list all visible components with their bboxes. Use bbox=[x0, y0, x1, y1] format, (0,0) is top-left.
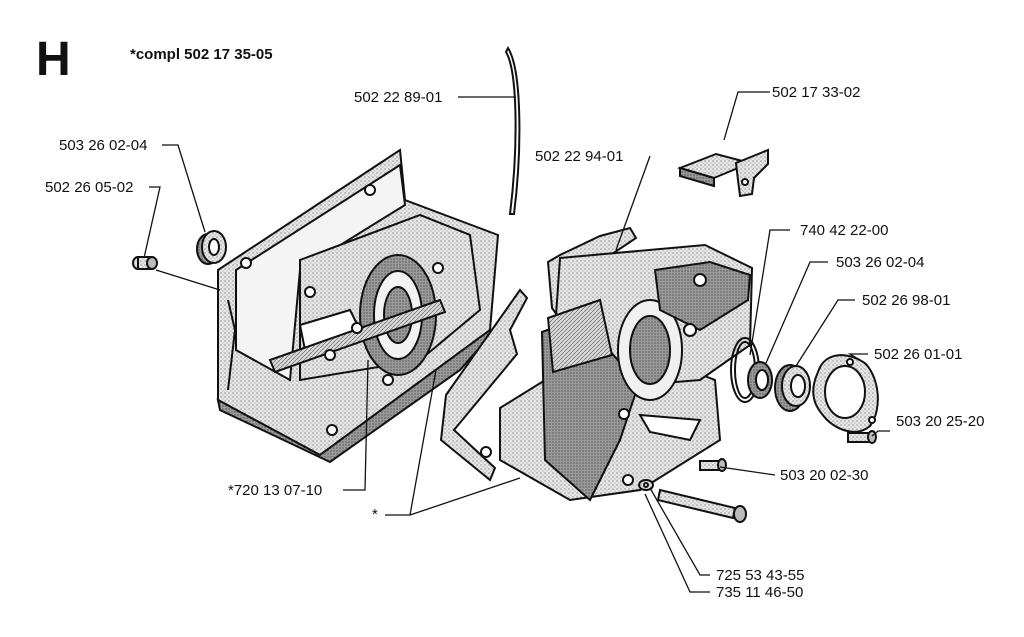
fuel-tube bbox=[504, 45, 521, 215]
part-label: 503 20 25-20 bbox=[896, 413, 985, 430]
part-label: 503 26 02-04 bbox=[836, 254, 925, 271]
bushing-part bbox=[132, 256, 158, 270]
part-label: 502 22 89-01 bbox=[354, 89, 443, 106]
part-label: 502 26 01-01 bbox=[874, 346, 963, 363]
right-seal-ring bbox=[747, 361, 773, 399]
part-label: *720 13 07-10 bbox=[228, 482, 323, 499]
part-label: 503 20 02-30 bbox=[780, 467, 869, 484]
part-label: 735 11 46-50 bbox=[716, 584, 804, 601]
screw-small bbox=[847, 430, 877, 444]
section-letter: H bbox=[36, 33, 71, 86]
part-label: 502 22 94-01 bbox=[535, 148, 624, 165]
part-label: 502 26 98-01 bbox=[862, 292, 951, 309]
complete-assembly-label: *compl 502 17 35-05 bbox=[130, 46, 273, 63]
bracket-plate bbox=[676, 148, 769, 198]
left-crankcase-half bbox=[216, 148, 500, 464]
part-label: 503 26 02-04 bbox=[59, 137, 148, 154]
part-label: 740 42 22-00 bbox=[800, 222, 889, 239]
long-bolt bbox=[638, 479, 747, 523]
part-label: * bbox=[372, 506, 378, 523]
screw-mid bbox=[699, 458, 727, 472]
part-label: 502 26 05-02 bbox=[45, 179, 134, 196]
leader-lines bbox=[143, 91, 890, 593]
right-crankcase-half bbox=[480, 243, 754, 502]
part-label: 725 53 43-55 bbox=[716, 567, 805, 584]
part-label: 502 17 33-02 bbox=[772, 84, 861, 101]
cover-plate bbox=[812, 354, 879, 433]
bearing-housing bbox=[774, 364, 811, 412]
left-seal-ring bbox=[196, 230, 227, 265]
